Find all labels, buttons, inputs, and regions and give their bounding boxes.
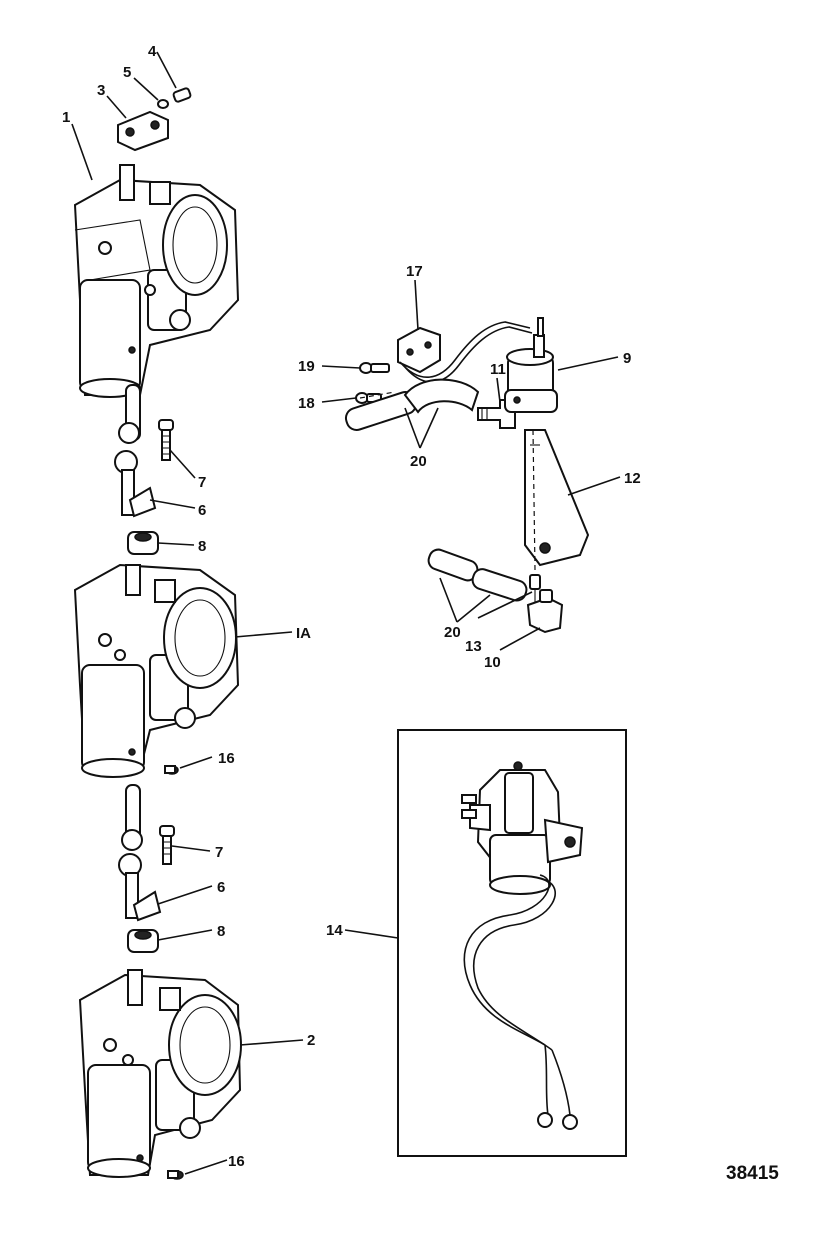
callout-8-upper: 8	[198, 538, 206, 555]
bracket-12	[524, 429, 590, 567]
spacer-8-lower	[127, 929, 159, 953]
callout-16-lower: 16	[228, 1153, 245, 1170]
callout-3: 3	[97, 82, 105, 99]
callout-4: 4	[148, 43, 157, 60]
wire-harness	[399, 321, 531, 379]
detail-box-14	[397, 729, 627, 1157]
screw-16-upper	[164, 765, 179, 775]
screw-19	[359, 362, 390, 374]
callout-20-lower: 20	[444, 624, 461, 641]
callout-7-lower: 7	[215, 844, 223, 861]
leader-lines	[71, 51, 621, 1175]
figure-number: 38415	[726, 1163, 779, 1184]
callout-5: 5	[123, 64, 131, 81]
link-rod-upper	[114, 384, 157, 518]
hose-20-d	[471, 568, 528, 602]
callout-16-upper: 16	[218, 750, 235, 767]
callout-6-lower: 6	[217, 879, 225, 896]
carburetor-middle	[73, 563, 240, 778]
callout-14: 14	[326, 922, 343, 939]
callout-10: 10	[484, 654, 501, 671]
callout-19: 19	[298, 358, 315, 375]
callout-17: 17	[406, 263, 423, 280]
hose-20-b	[403, 378, 480, 414]
callout-20-upper: 20	[410, 453, 427, 470]
screw-7-lower	[159, 825, 175, 865]
callout-12: 12	[624, 470, 641, 487]
callout-1A: IA	[296, 625, 311, 642]
screw-16-lower	[167, 1170, 184, 1180]
carburetor-top	[73, 164, 240, 398]
callout-11: 11	[490, 361, 506, 378]
callout-2: 2	[307, 1032, 315, 1049]
solenoid-valve-9	[504, 317, 558, 413]
spacer-8-upper	[127, 531, 159, 555]
hose-20-c	[427, 548, 479, 582]
callout-8-lower: 8	[217, 923, 225, 940]
clamp-3	[117, 110, 169, 152]
carburetor-bottom	[78, 969, 242, 1178]
callout-9: 9	[623, 350, 631, 367]
callout-6-upper: 6	[198, 502, 206, 519]
tee-fitting-10	[526, 589, 564, 634]
terminal-block-17	[397, 326, 441, 374]
screw-7-upper	[158, 419, 174, 461]
callout-1: 1	[62, 109, 70, 126]
callout-18: 18	[298, 395, 315, 412]
screw-4	[172, 87, 192, 103]
callout-7-upper: 7	[198, 474, 206, 491]
link-rod-lower	[118, 784, 162, 922]
washer-5	[157, 99, 169, 109]
callout-13: 13	[465, 638, 482, 655]
